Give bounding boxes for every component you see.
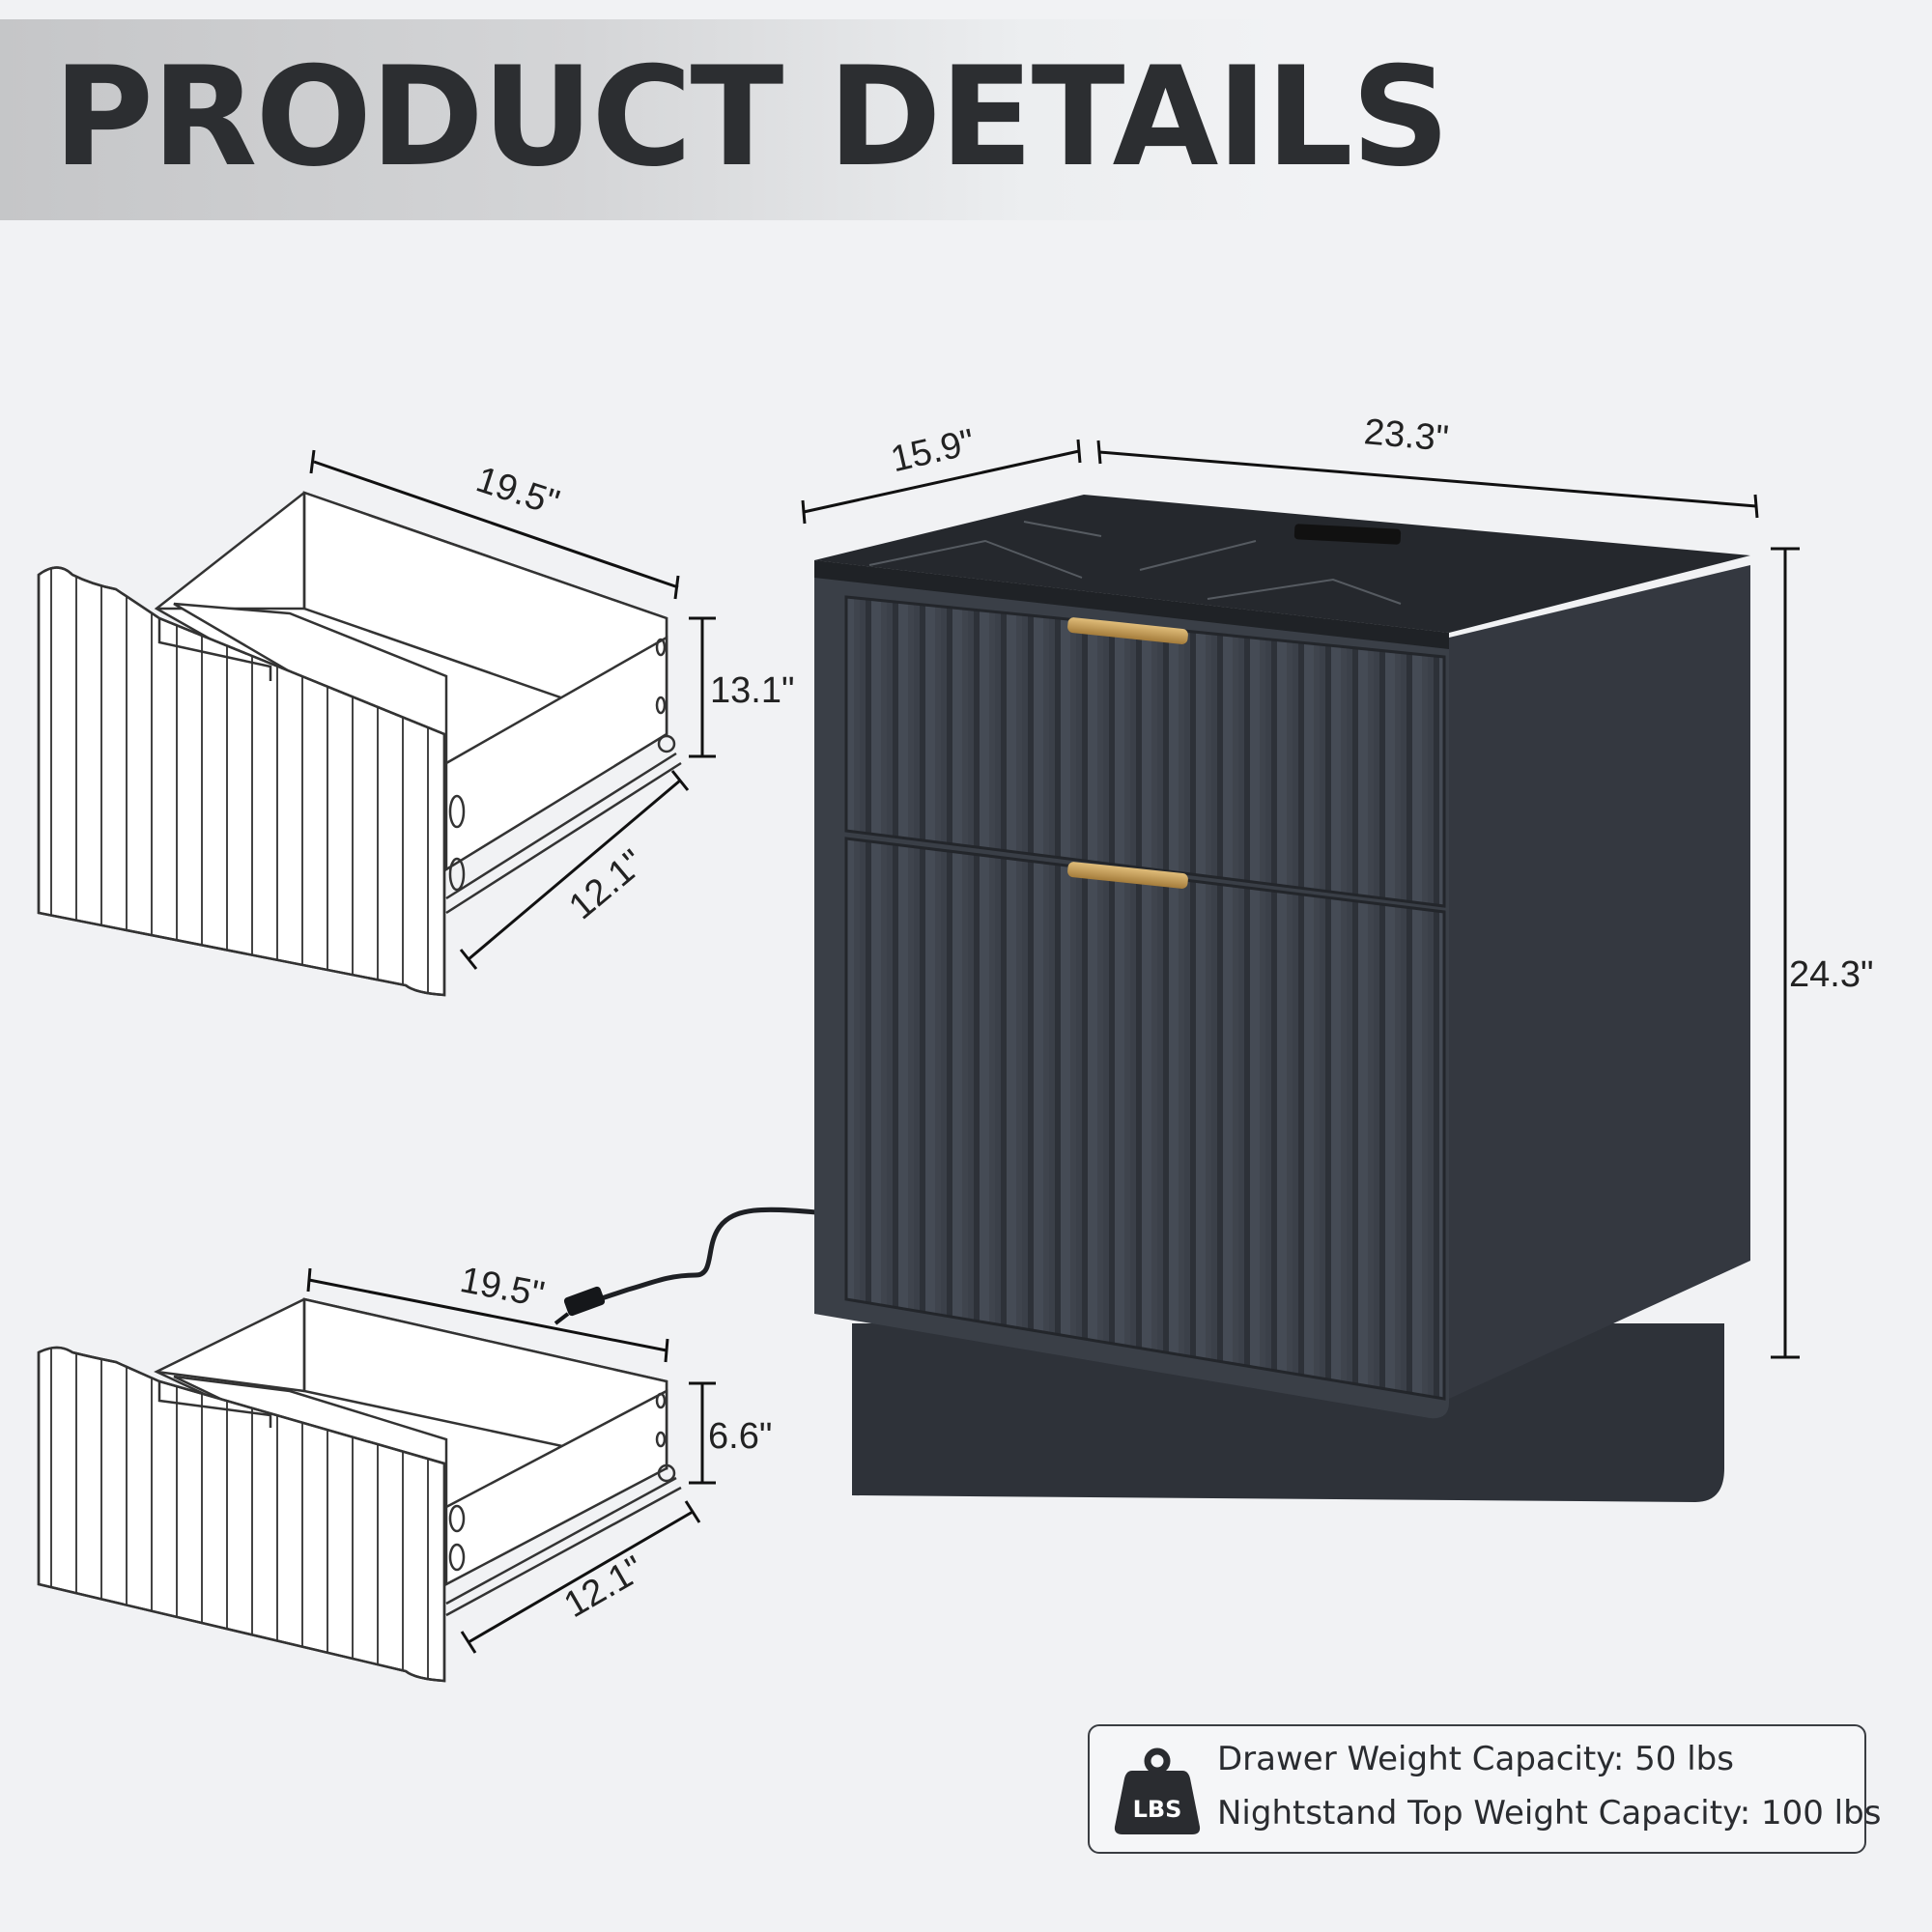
drawer-capacity-text: Drawer Weight Capacity: 50 lbs xyxy=(1217,1740,1734,1778)
nightstand-dimension-lines xyxy=(801,439,1800,1359)
bottom-drawer-dimension-lines xyxy=(306,1267,716,1654)
top-drawer-dimension-lines xyxy=(309,449,716,970)
header-band xyxy=(0,19,1285,220)
page-title: PRODUCT DETAILS xyxy=(53,38,1450,197)
bottom-drawer-drawing xyxy=(37,1297,682,1683)
nightstand-width-label: 23.3" xyxy=(1362,412,1451,460)
top-drawer-height-label: 13.1" xyxy=(710,670,795,711)
weight-capacity-box: LBS Drawer Weight Capacity: 50 lbs Night… xyxy=(1088,1724,1881,1854)
nightstand xyxy=(554,495,1750,1502)
weight-icon-label: LBS xyxy=(1132,1796,1182,1823)
top-drawer-drawing xyxy=(37,491,682,997)
nightstand-height-label: 24.3" xyxy=(1789,954,1874,995)
top-capacity-text: Nightstand Top Weight Capacity: 100 lbs xyxy=(1217,1794,1882,1833)
bottom-drawer-height-label: 6.6" xyxy=(708,1416,773,1457)
weight-icon: LBS xyxy=(1113,1747,1202,1836)
